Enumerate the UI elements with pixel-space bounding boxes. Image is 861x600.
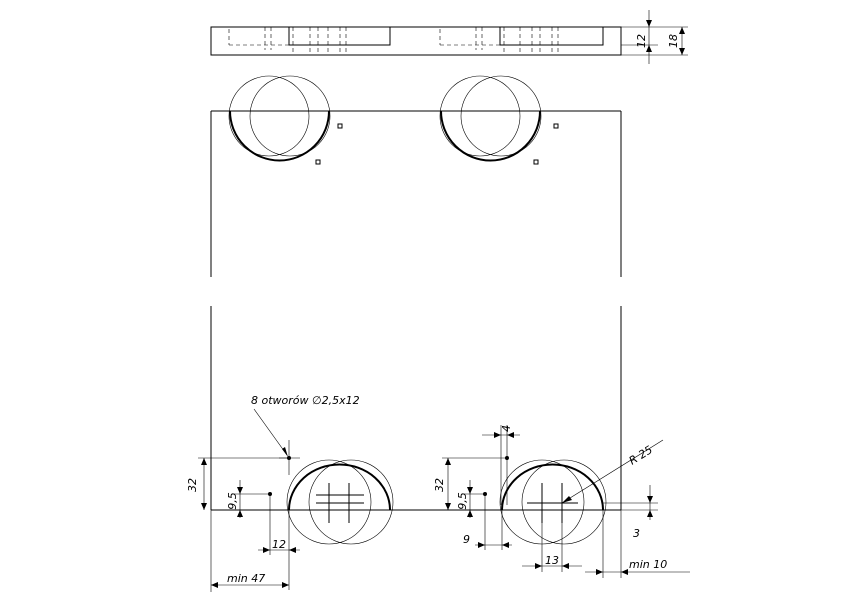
dim-label-r25: R 25 — [627, 443, 655, 467]
dim-label-9-right: 9 — [463, 533, 470, 546]
screw-hole — [337, 123, 343, 129]
screw-hole — [553, 123, 559, 129]
dim-label-4-right: 4 — [500, 425, 513, 432]
dim-label-3-right: 3 — [633, 527, 640, 540]
dim-label-9-5-left: 9,5 — [226, 492, 239, 510]
dim-label-12: 12 — [635, 34, 648, 48]
hinge-cup-bottom-right — [499, 459, 607, 545]
board-side-outline — [210, 26, 622, 56]
dim-label-min10: min 10 — [629, 558, 667, 571]
dim-label-32-right: 32 — [433, 478, 446, 492]
dims-left — [198, 457, 300, 592]
pocket-right-side — [499, 27, 604, 46]
screw-hole — [533, 159, 539, 165]
hinge-cup-top-right — [439, 75, 542, 162]
dim-label-12-left: 12 — [272, 538, 286, 551]
hinge-cup-bottom-left — [286, 459, 394, 545]
hinge-cup-top-left — [228, 75, 331, 162]
hole-note — [253, 408, 300, 475]
dim-label-min47: min 47 — [227, 572, 265, 585]
hidden-lines — [228, 27, 559, 54]
front-view — [210, 75, 622, 545]
dim-label-9-5-right: 9,5 — [456, 492, 469, 510]
dim-label-13-right: 13 — [545, 554, 559, 567]
dim-label-32-left: 32 — [186, 478, 199, 492]
pocket-left-side — [288, 27, 391, 46]
hole-note-text: 8 otworów ∅2,5x12 — [251, 394, 360, 407]
dim-label-18: 18 — [667, 34, 680, 48]
screw-hole — [315, 159, 321, 165]
top-side-view: 12 18 — [210, 10, 688, 64]
dims-right — [442, 425, 690, 578]
dim-thickness — [621, 10, 688, 64]
